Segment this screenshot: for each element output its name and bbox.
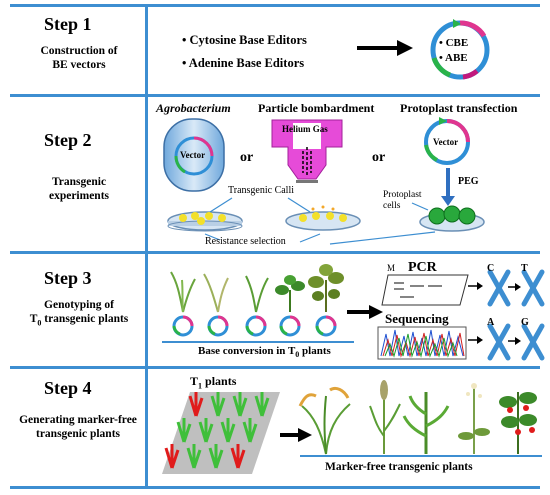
t1-seedling (230, 444, 246, 469)
base-c-label: C (487, 263, 495, 274)
protoplast-transfection-title: Protoplast transfection (400, 101, 518, 115)
seq-pointer-arrow (468, 336, 483, 344)
agrobacterium-title: Agrobacterium (156, 101, 231, 115)
marker-free-plants (298, 380, 542, 457)
agro-calli-dish (167, 211, 243, 232)
t1-seedling (242, 418, 258, 443)
step2-connector-lines (204, 197, 436, 245)
row-divider-3 (10, 366, 540, 369)
frame-top-line (10, 4, 540, 7)
t1-seedling (232, 392, 248, 417)
t1-plants-label: T1 plants (190, 374, 237, 391)
pcr-gel-icon (381, 274, 469, 306)
step3-arrow (347, 305, 383, 319)
tomato-plant (499, 392, 537, 454)
rapeseed-plant (458, 383, 490, 454)
protoplast-vector-plasmid-icon (424, 117, 470, 165)
be-plasmid-icon (430, 19, 490, 80)
row-divider-2 (10, 251, 540, 254)
marker-free-label: Marker-free transgenic plants (325, 461, 473, 473)
t1-seedling (188, 392, 204, 417)
base-t-label: T (521, 263, 528, 274)
base-conversion-label: Base conversion in T0 plants (198, 345, 331, 360)
t1-seedling (254, 392, 270, 417)
t0-plant-2 (203, 273, 229, 313)
protoplast-vector-label: Vector (433, 137, 459, 147)
t1-seedling (210, 392, 226, 417)
frame-bottom-line (10, 486, 540, 489)
step4-title: Step 4 (44, 378, 92, 398)
t0-plasmid-2 (207, 315, 229, 337)
t0-plasmid-4 (279, 315, 301, 337)
t0-plant-5 (308, 264, 344, 312)
t0-plasmid-3 (245, 315, 267, 337)
t1-seedling (220, 418, 236, 443)
rice-plant (298, 386, 351, 455)
transgenic-calli-label: Transgenic Calli (228, 185, 295, 196)
frame-vertical-divider (145, 4, 148, 488)
chromosome-a-icon (487, 323, 511, 361)
protoplast-dish (419, 205, 485, 232)
chromosome-t-icon (521, 269, 545, 307)
agrobacterium-cell-icon (163, 118, 225, 192)
step2-title: Step 2 (44, 130, 92, 150)
t0-plasmid-1 (172, 315, 194, 337)
step3-title: Step 3 (44, 268, 92, 288)
or-label-2: or (372, 150, 386, 165)
helium-gas-label: Helium Gas (282, 124, 328, 134)
wheat-plant (369, 380, 401, 454)
t1-seedling (176, 418, 192, 443)
bombardment-calli-dish (285, 205, 361, 231)
base-g-label: G (521, 317, 529, 328)
abe-item: • Adenine Base Editors (182, 56, 305, 70)
t1-seedling (198, 418, 214, 443)
agro-vector-label: Vector (180, 150, 206, 160)
cbe-item: • Cytosine Base Editors (182, 33, 307, 47)
t1-plant-grid (164, 392, 270, 469)
t0-plants-row (162, 264, 354, 343)
t0-plasmid-5 (315, 315, 337, 337)
resistance-selection-label: Resistance selection (205, 236, 286, 247)
base-a-label: A (487, 317, 495, 328)
sequencing-label: Sequencing (385, 311, 449, 326)
plasmid-abe-label: • ABE (439, 52, 468, 64)
t0-plant-4 (275, 275, 305, 312)
row-divider-1 (10, 94, 540, 97)
step1-arrow (357, 40, 413, 56)
peg-arrow (441, 168, 455, 206)
pcr-pointer-arrow (468, 282, 483, 290)
chromosome-g-icon (521, 323, 545, 361)
t0-plant-1 (170, 271, 196, 313)
sequencing-chromatogram (377, 326, 467, 360)
t0-plant-3 (245, 275, 269, 313)
gene-gun-icon (271, 119, 343, 183)
step1-title: Step 1 (44, 14, 92, 34)
peg-label: PEG (458, 176, 479, 187)
chromosome-arrow-top (508, 283, 521, 291)
particle-bombardment-title: Particle bombardment (258, 101, 375, 115)
plasmid-cbe-label: • CBE (439, 37, 469, 49)
step3-description: Genotyping of T0 transgenic plants (29, 299, 129, 328)
t1-seedling (186, 444, 202, 469)
t1-seedling (164, 444, 180, 469)
step4-arrow (280, 428, 312, 442)
chromosome-c-icon (487, 269, 511, 307)
or-label-1: or (240, 150, 254, 165)
chromosome-arrow-bottom (508, 337, 521, 345)
t1-plants-field (162, 392, 280, 474)
pcr-label: PCR (408, 260, 437, 275)
gel-marker-label: M (387, 263, 396, 273)
maize-plant (402, 392, 450, 454)
t1-seedling (208, 444, 224, 469)
